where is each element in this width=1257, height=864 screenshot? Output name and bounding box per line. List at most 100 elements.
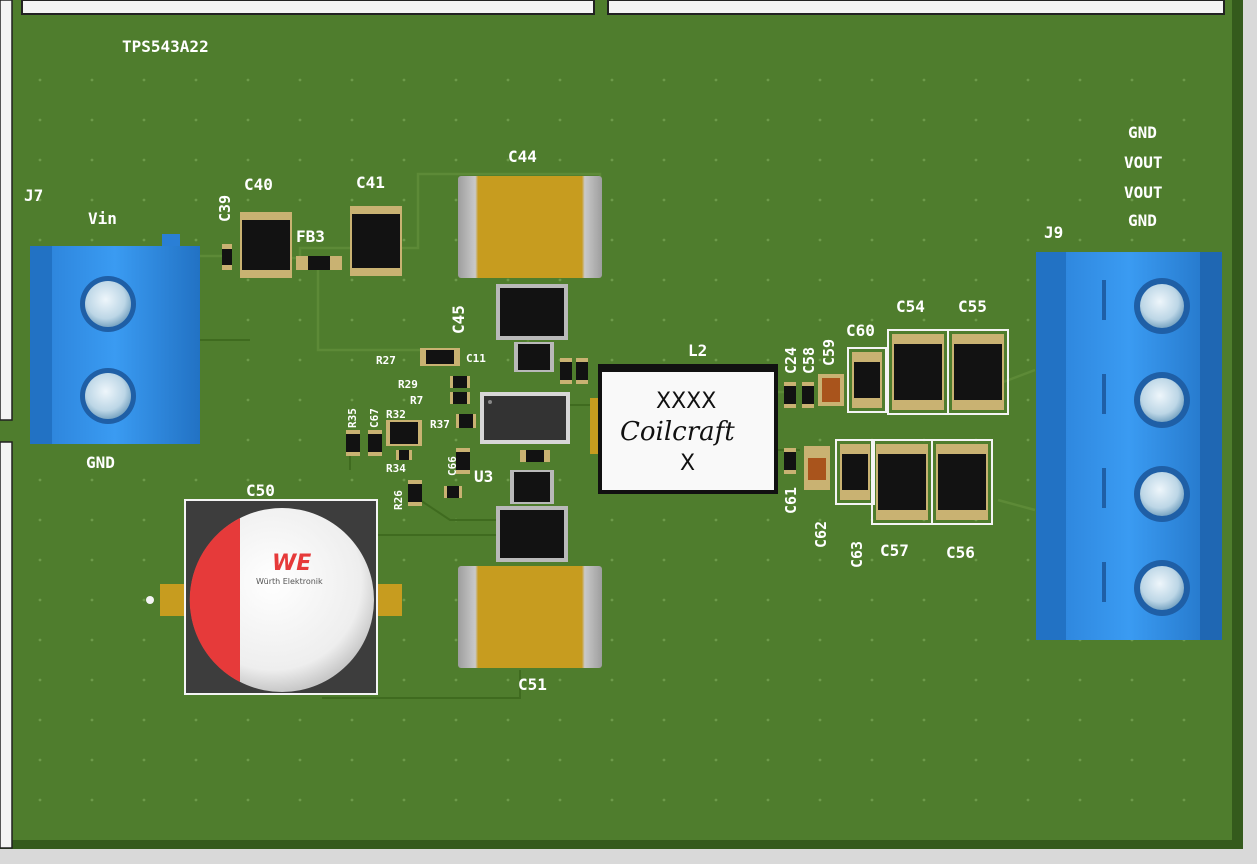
via-dot xyxy=(194,478,198,482)
via-dot xyxy=(974,238,978,242)
via-dot xyxy=(1026,278,1030,282)
via-dot xyxy=(662,558,666,562)
via-dot xyxy=(90,238,94,242)
via-dot xyxy=(142,518,146,522)
ref-j7: J7 xyxy=(24,186,43,205)
via-dot xyxy=(246,438,250,442)
via-dot xyxy=(194,758,198,762)
via-dot xyxy=(714,678,718,682)
capacitor-small xyxy=(520,450,550,462)
via-dot xyxy=(194,718,198,722)
via-dot xyxy=(38,238,42,242)
ref-c39: C39 xyxy=(216,195,234,222)
capacitor-c60 xyxy=(847,347,887,413)
terminal-hole xyxy=(1140,284,1184,328)
via-dot xyxy=(714,798,718,802)
via-dot xyxy=(142,78,146,82)
capacitor-c55 xyxy=(947,329,1009,415)
via-dot xyxy=(610,558,614,562)
via-dot xyxy=(90,798,94,802)
via-dot xyxy=(90,518,94,522)
via-dot xyxy=(142,118,146,122)
via-dot xyxy=(454,198,458,202)
via-dot xyxy=(974,678,978,682)
via-dot xyxy=(1130,758,1134,762)
ref-j9: J9 xyxy=(1044,223,1063,242)
via-dot xyxy=(818,598,822,602)
terminal-hole xyxy=(1140,472,1184,516)
via-dot xyxy=(38,158,42,162)
via-dot xyxy=(870,598,874,602)
via-dot xyxy=(818,558,822,562)
via-dot xyxy=(298,438,302,442)
via-dot xyxy=(402,638,406,642)
via-dot xyxy=(1130,198,1134,202)
via-dot xyxy=(142,598,146,602)
via-dot xyxy=(610,358,614,362)
via-dot xyxy=(506,358,510,362)
via-dot xyxy=(142,758,146,762)
via-dot xyxy=(90,198,94,202)
via-dot xyxy=(714,758,718,762)
via-dot xyxy=(818,358,822,362)
via-dot xyxy=(922,278,926,282)
via-dot xyxy=(558,158,562,162)
via-dot xyxy=(454,758,458,762)
ref-u3: U3 xyxy=(474,467,493,486)
capacitor-c45 xyxy=(496,284,568,340)
via-dot xyxy=(922,158,926,162)
via-dot xyxy=(194,78,198,82)
terminal-hole xyxy=(1140,566,1184,610)
via-dot xyxy=(142,238,146,242)
via-dot xyxy=(402,718,406,722)
via-dot xyxy=(974,198,978,202)
cap-logo-mark: WE xyxy=(272,551,311,576)
via-dot xyxy=(766,238,770,242)
via-dot xyxy=(610,158,614,162)
via-dot xyxy=(402,118,406,122)
via-dot xyxy=(870,678,874,682)
via-dot xyxy=(922,238,926,242)
via-dot xyxy=(818,78,822,82)
via-dot xyxy=(246,118,250,122)
via-dot xyxy=(298,758,302,762)
inductor-marking-3: X xyxy=(680,451,695,476)
pcb-edge xyxy=(1232,0,1243,848)
via-dot xyxy=(766,358,770,362)
via-dot xyxy=(194,238,198,242)
ref-c11: C11 xyxy=(466,352,486,365)
via-dot xyxy=(818,118,822,122)
via-dot xyxy=(766,678,770,682)
via-dot xyxy=(714,518,718,522)
via-dot xyxy=(246,758,250,762)
via-dot xyxy=(246,398,250,402)
via-dot xyxy=(506,118,510,122)
via-dot xyxy=(1182,798,1186,802)
via-dot xyxy=(1182,758,1186,762)
capacitor-c63 xyxy=(835,439,875,505)
via-dot xyxy=(1130,158,1134,162)
via-dot xyxy=(662,638,666,642)
via-dot xyxy=(558,718,562,722)
via-dot xyxy=(818,758,822,762)
via-dot xyxy=(974,638,978,642)
via-dot xyxy=(454,558,458,562)
via-dot xyxy=(974,798,978,802)
terminal-hole xyxy=(1140,378,1184,422)
via-dot xyxy=(38,678,42,682)
ic-u3 xyxy=(480,392,570,444)
via-dot xyxy=(246,278,250,282)
via-dot xyxy=(662,118,666,122)
via-dot xyxy=(922,718,926,722)
via-dot xyxy=(1026,118,1030,122)
via-dot xyxy=(142,198,146,202)
via-dot xyxy=(298,158,302,162)
via-dot xyxy=(1026,398,1030,402)
via-dot xyxy=(974,598,978,602)
via-dot xyxy=(662,758,666,762)
capacitor-c54 xyxy=(887,329,949,415)
via-dot xyxy=(1026,438,1030,442)
via-dot xyxy=(506,798,510,802)
via-dot xyxy=(766,598,770,602)
via-dot xyxy=(922,318,926,322)
